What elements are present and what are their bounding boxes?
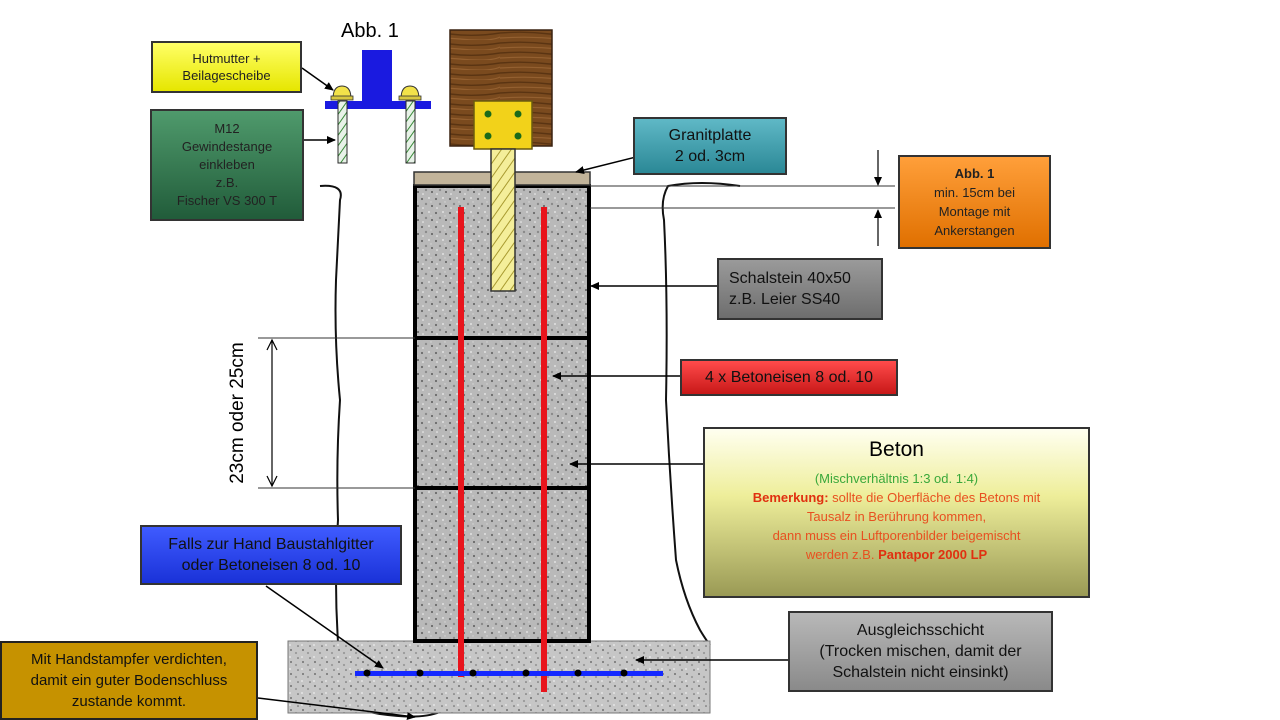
callout-abb1-note-line1: min. 15cm bei xyxy=(934,185,1015,200)
inset-base-plate xyxy=(325,101,431,109)
leader-baustahlgitter xyxy=(265,585,384,669)
callout-handstampfer-line2: damit ein guter Bodenschluss xyxy=(30,672,228,689)
callout-beton-remark-prefix: werden z.B. xyxy=(805,547,879,562)
mesh-node xyxy=(363,669,371,677)
callout-gewindestange-line3: einkleben xyxy=(199,157,255,172)
callout-beton-product: Pantapor 2000 LP xyxy=(878,547,988,562)
inset-rod-left xyxy=(337,100,348,164)
base-slab xyxy=(287,640,711,714)
bolt-dot xyxy=(484,132,492,140)
callout-schalstein: Schalstein 40x50 z.B. Leier SS40 xyxy=(717,258,883,320)
rebar-right xyxy=(541,207,547,692)
callout-handstampfer-line1: Mit Handstampfer verdichten, xyxy=(31,651,227,668)
callout-beton-remark-line1: Bemerkung: sollte die Oberfläche des Bet… xyxy=(753,488,1041,507)
bolt-dot xyxy=(484,110,492,118)
leader-hutmutter xyxy=(301,67,334,91)
inset-washer-left xyxy=(330,95,354,101)
callout-gewindestange-line5: Fischer VS 300 T xyxy=(176,193,278,208)
callout-abb1-note-title: Abb. 1 xyxy=(954,166,995,181)
callout-hutmutter-line1: Hutmutter + xyxy=(192,51,261,66)
mesh-node xyxy=(574,669,582,677)
threaded-rod xyxy=(490,148,516,292)
dimension-label: 23cm oder 25cm xyxy=(227,342,248,484)
callout-gewindestange-line4: z.B. xyxy=(215,175,239,190)
callout-gewindestange-line2: Gewindestange xyxy=(181,139,273,154)
leader-handstampfer xyxy=(257,697,416,720)
callout-beton-remark-line2: Tausalz in Berührung kommen, xyxy=(806,509,987,524)
callout-beton-mix: (Mischverhältnis 1:3 od. 1:4) xyxy=(814,471,979,486)
inset-post xyxy=(362,50,392,102)
inset-washer-right xyxy=(398,95,422,101)
mesh-node xyxy=(620,669,628,677)
rebar-left xyxy=(458,207,464,677)
leader-granitplatte xyxy=(575,155,641,174)
callout-gewindestange-line1: M12 xyxy=(214,121,240,136)
callout-granitplatte: Granitplatte 2 od. 3cm xyxy=(633,117,787,175)
callout-baustahlgitter: Falls zur Hand Baustahlgitter oder Beton… xyxy=(140,525,402,585)
callout-baustahlgitter-line1: Falls zur Hand Baustahlgitter xyxy=(168,536,374,553)
callout-schalstein-line2: z.B. Leier SS40 xyxy=(729,291,841,308)
callout-granitplatte-line2: 2 od. 3cm xyxy=(674,148,746,165)
anchor-bracket xyxy=(473,100,533,150)
callout-betoneisen: 4 x Betoneisen 8 od. 10 xyxy=(680,359,898,396)
callout-abb1-note: Abb. 1 min. 15cm bei Montage mit Ankerst… xyxy=(898,155,1051,249)
callout-handstampfer: Mit Handstampfer verdichten, damit ein g… xyxy=(0,641,258,720)
mesh-node xyxy=(416,669,424,677)
formwork-block-middle xyxy=(413,336,591,490)
callout-beton-title: Beton xyxy=(869,438,924,461)
callout-ausgleichsschicht-line3: Schalstein nicht einsinkt) xyxy=(832,664,1009,681)
callout-beton: Beton (Mischverhältnis 1:3 od. 1:4) Beme… xyxy=(703,427,1090,598)
callout-hutmutter-line2: Beilagescheibe xyxy=(182,68,271,83)
callout-beton-remark-line4: werden z.B. Pantapor 2000 LP xyxy=(806,545,987,564)
callout-ausgleichsschicht-line2: (Trocken mischen, damit der xyxy=(819,643,1022,660)
mesh-node xyxy=(522,669,530,677)
ground-line-right xyxy=(661,182,741,646)
callout-schalstein-line1: Schalstein 40x50 xyxy=(729,270,851,287)
callout-hutmutter: Hutmutter + Beilagescheibe xyxy=(151,41,302,93)
callout-abb1-note-line3: Ankerstangen xyxy=(934,223,1015,238)
figure-label: Abb. 1 xyxy=(341,20,399,42)
bolt-dot xyxy=(514,110,522,118)
callout-betoneisen-text: 4 x Betoneisen 8 od. 10 xyxy=(704,368,874,386)
callout-beton-remark-label: Bemerkung: xyxy=(752,490,829,505)
mesh-rod xyxy=(355,671,663,676)
callout-baustahlgitter-line2: oder Betoneisen 8 od. 10 xyxy=(181,557,361,574)
callout-ausgleichsschicht-line1: Ausgleichsschicht xyxy=(856,622,985,639)
callout-abb1-note-line2: Montage mit xyxy=(938,204,1011,219)
callout-beton-remark-text1: sollte die Oberfläche des Betons mit xyxy=(828,490,1041,505)
mesh-node xyxy=(469,669,477,677)
inset-rod-right xyxy=(405,100,416,164)
callout-granitplatte-line1: Granitplatte xyxy=(668,127,752,144)
callout-ausgleichsschicht: Ausgleichsschicht (Trocken mischen, dami… xyxy=(788,611,1053,692)
callout-beton-remark-line3: dann muss ein Luftporenbilder beigemisch… xyxy=(772,528,1021,543)
formwork-block-bottom xyxy=(413,486,591,643)
callout-gewindestange: M12 Gewindestange einkleben z.B. Fischer… xyxy=(150,109,304,221)
bolt-dot xyxy=(514,132,522,140)
callout-handstampfer-line3: zustande kommt. xyxy=(71,693,187,710)
